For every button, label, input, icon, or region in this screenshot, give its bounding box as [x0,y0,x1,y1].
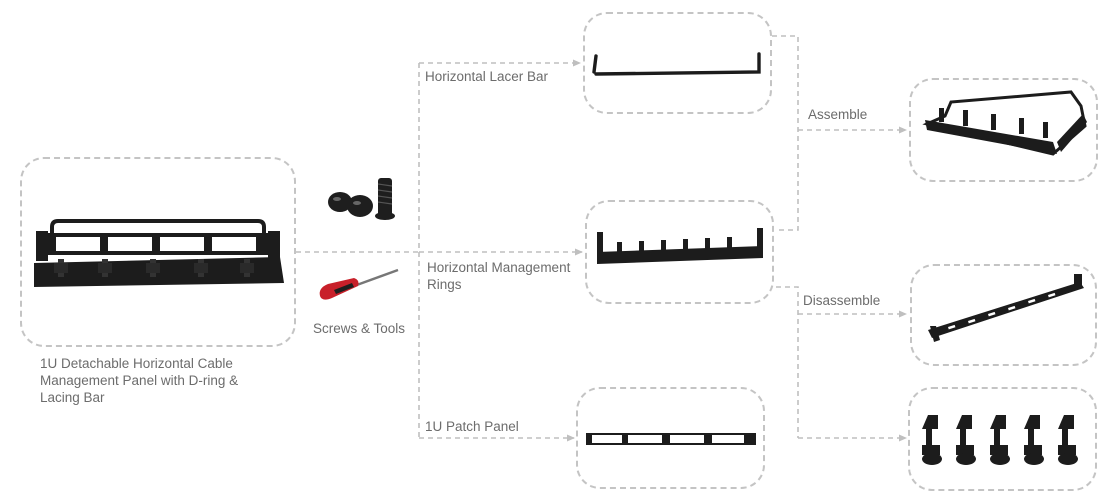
management-rings-icon [597,228,763,264]
lacer-bar-icon [592,52,761,76]
screws-icon [328,178,395,220]
source-caption: 1U Detachable Horizontal Cable Managemen… [40,356,239,405]
management-tray-icon [928,274,1084,342]
management-rings-label: Horizontal Management Rings [427,260,571,292]
assembled-result-box [909,78,1098,182]
lacer-bar-box [583,12,772,114]
disassembled-tray-box [910,264,1097,366]
screws-tools-label: Screws & Tools [313,321,406,336]
assemble-bracket [772,35,799,231]
lacer-bar-label: Horizontal Lacer Bar [425,69,549,84]
d-ring-icon [922,415,1078,465]
assembled-panel-icon [922,90,1087,156]
source-panel-box [20,157,296,347]
patch-panel-box [576,387,765,489]
management-rings-box [585,200,774,304]
d-rings-box [908,387,1097,491]
disassemble-label: Disassemble [803,293,881,308]
disassemble-bracket [776,286,799,438]
patch-panel-icon [586,433,756,445]
screwdriver-icon [319,268,399,300]
cable-panel-icon [34,219,284,287]
assemble-label: Assemble [808,107,868,122]
patch-panel-label: 1U Patch Panel [425,419,519,434]
